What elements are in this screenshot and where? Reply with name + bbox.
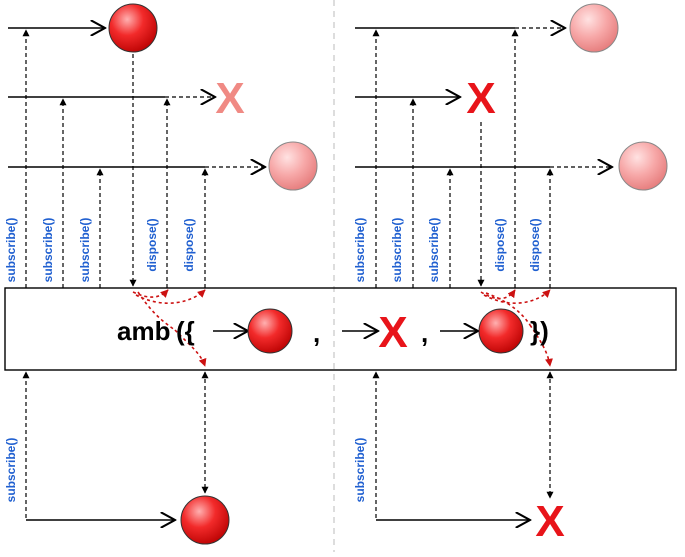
operator-source-1-item <box>247 308 293 354</box>
subscribe-label: subscribe() <box>353 218 367 283</box>
left-panel: X subscribe() subscribe() subscribe() di… <box>4 3 318 367</box>
operator-comma: , <box>421 318 428 348</box>
subscribe-label: subscribe() <box>390 218 404 283</box>
source-1-item <box>108 3 158 53</box>
red-route-arrow <box>137 291 176 331</box>
subscribe-label: subscribe() <box>353 438 367 503</box>
dispose-label: dispose() <box>182 218 196 271</box>
left-output: subscribe() <box>4 371 230 545</box>
dispose-label: dispose() <box>493 218 507 271</box>
right-output: subscribe() X <box>353 371 565 546</box>
red-route-arrow <box>529 324 553 367</box>
source-2-error: X <box>466 74 495 123</box>
right-panel: X subscribe() subscribe() subscribe() di… <box>353 3 668 367</box>
subscribe-label: subscribe() <box>427 218 441 283</box>
source-3-item-faded <box>618 141 668 191</box>
operator-comma: , <box>313 318 320 348</box>
dispose-label: dispose() <box>145 218 159 271</box>
subscribe-label: subscribe() <box>78 218 92 283</box>
operator-name: amb <box>117 316 170 346</box>
subscribe-label: subscribe() <box>4 438 18 503</box>
source-2-error-faded: X <box>215 74 244 123</box>
operator-source-2-error: X <box>378 308 407 357</box>
dispose-label: dispose() <box>528 218 542 271</box>
red-route-arrow <box>483 289 551 304</box>
subscribe-label: subscribe() <box>41 218 55 283</box>
operator-box-frame <box>4 287 677 371</box>
operator-close-brace: }) <box>530 316 549 346</box>
red-route-arrow <box>485 292 531 326</box>
operator-open-brace: ({ <box>176 316 195 346</box>
output-error: X <box>535 497 564 546</box>
red-route-arrow <box>174 329 207 367</box>
source-1-item-faded <box>569 3 619 53</box>
operator-source-3-item <box>478 308 524 354</box>
source-3-item-faded <box>268 141 318 191</box>
red-route-arrow <box>135 289 206 304</box>
subscribe-label: subscribe() <box>4 218 18 283</box>
output-item <box>180 495 230 545</box>
operator-box: amb ({ , X , }) <box>4 287 677 371</box>
